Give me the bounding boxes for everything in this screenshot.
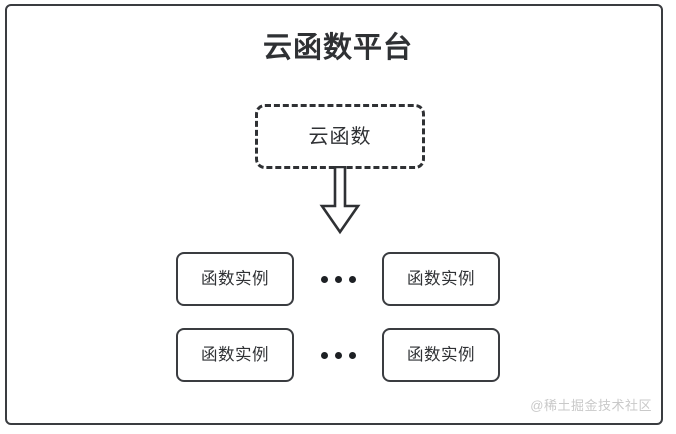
function-instance-box: 函数实例 <box>176 328 294 382</box>
function-instance-box: 函数实例 <box>382 252 500 306</box>
ellipsis-dot <box>348 275 356 283</box>
function-instance-label: 函数实例 <box>201 345 269 364</box>
ellipsis-icon <box>294 275 382 283</box>
ellipsis-dot <box>348 351 356 359</box>
function-instance-label: 函数实例 <box>407 269 475 288</box>
ellipsis-dot <box>334 351 342 359</box>
cloud-function-label: 云函数 <box>308 125 372 148</box>
instance-row: 函数实例 函数实例 <box>176 328 500 382</box>
platform-title: 云函数平台 <box>262 32 413 64</box>
ellipsis-icon <box>294 351 382 359</box>
ellipsis-dot <box>334 275 342 283</box>
function-instance-label: 函数实例 <box>201 269 269 288</box>
ellipsis-dot <box>320 275 328 283</box>
downward-block-arrow-icon <box>318 165 362 236</box>
instance-row: 函数实例 函数实例 <box>176 252 500 306</box>
function-instance-box: 函数实例 <box>382 328 500 382</box>
watermark: @稀土掘金技术社区 <box>530 398 652 413</box>
function-instance-label: 函数实例 <box>407 345 475 364</box>
function-instance-box: 函数实例 <box>176 252 294 306</box>
cloud-function-node: 云函数 <box>255 104 425 169</box>
ellipsis-dot <box>320 351 328 359</box>
